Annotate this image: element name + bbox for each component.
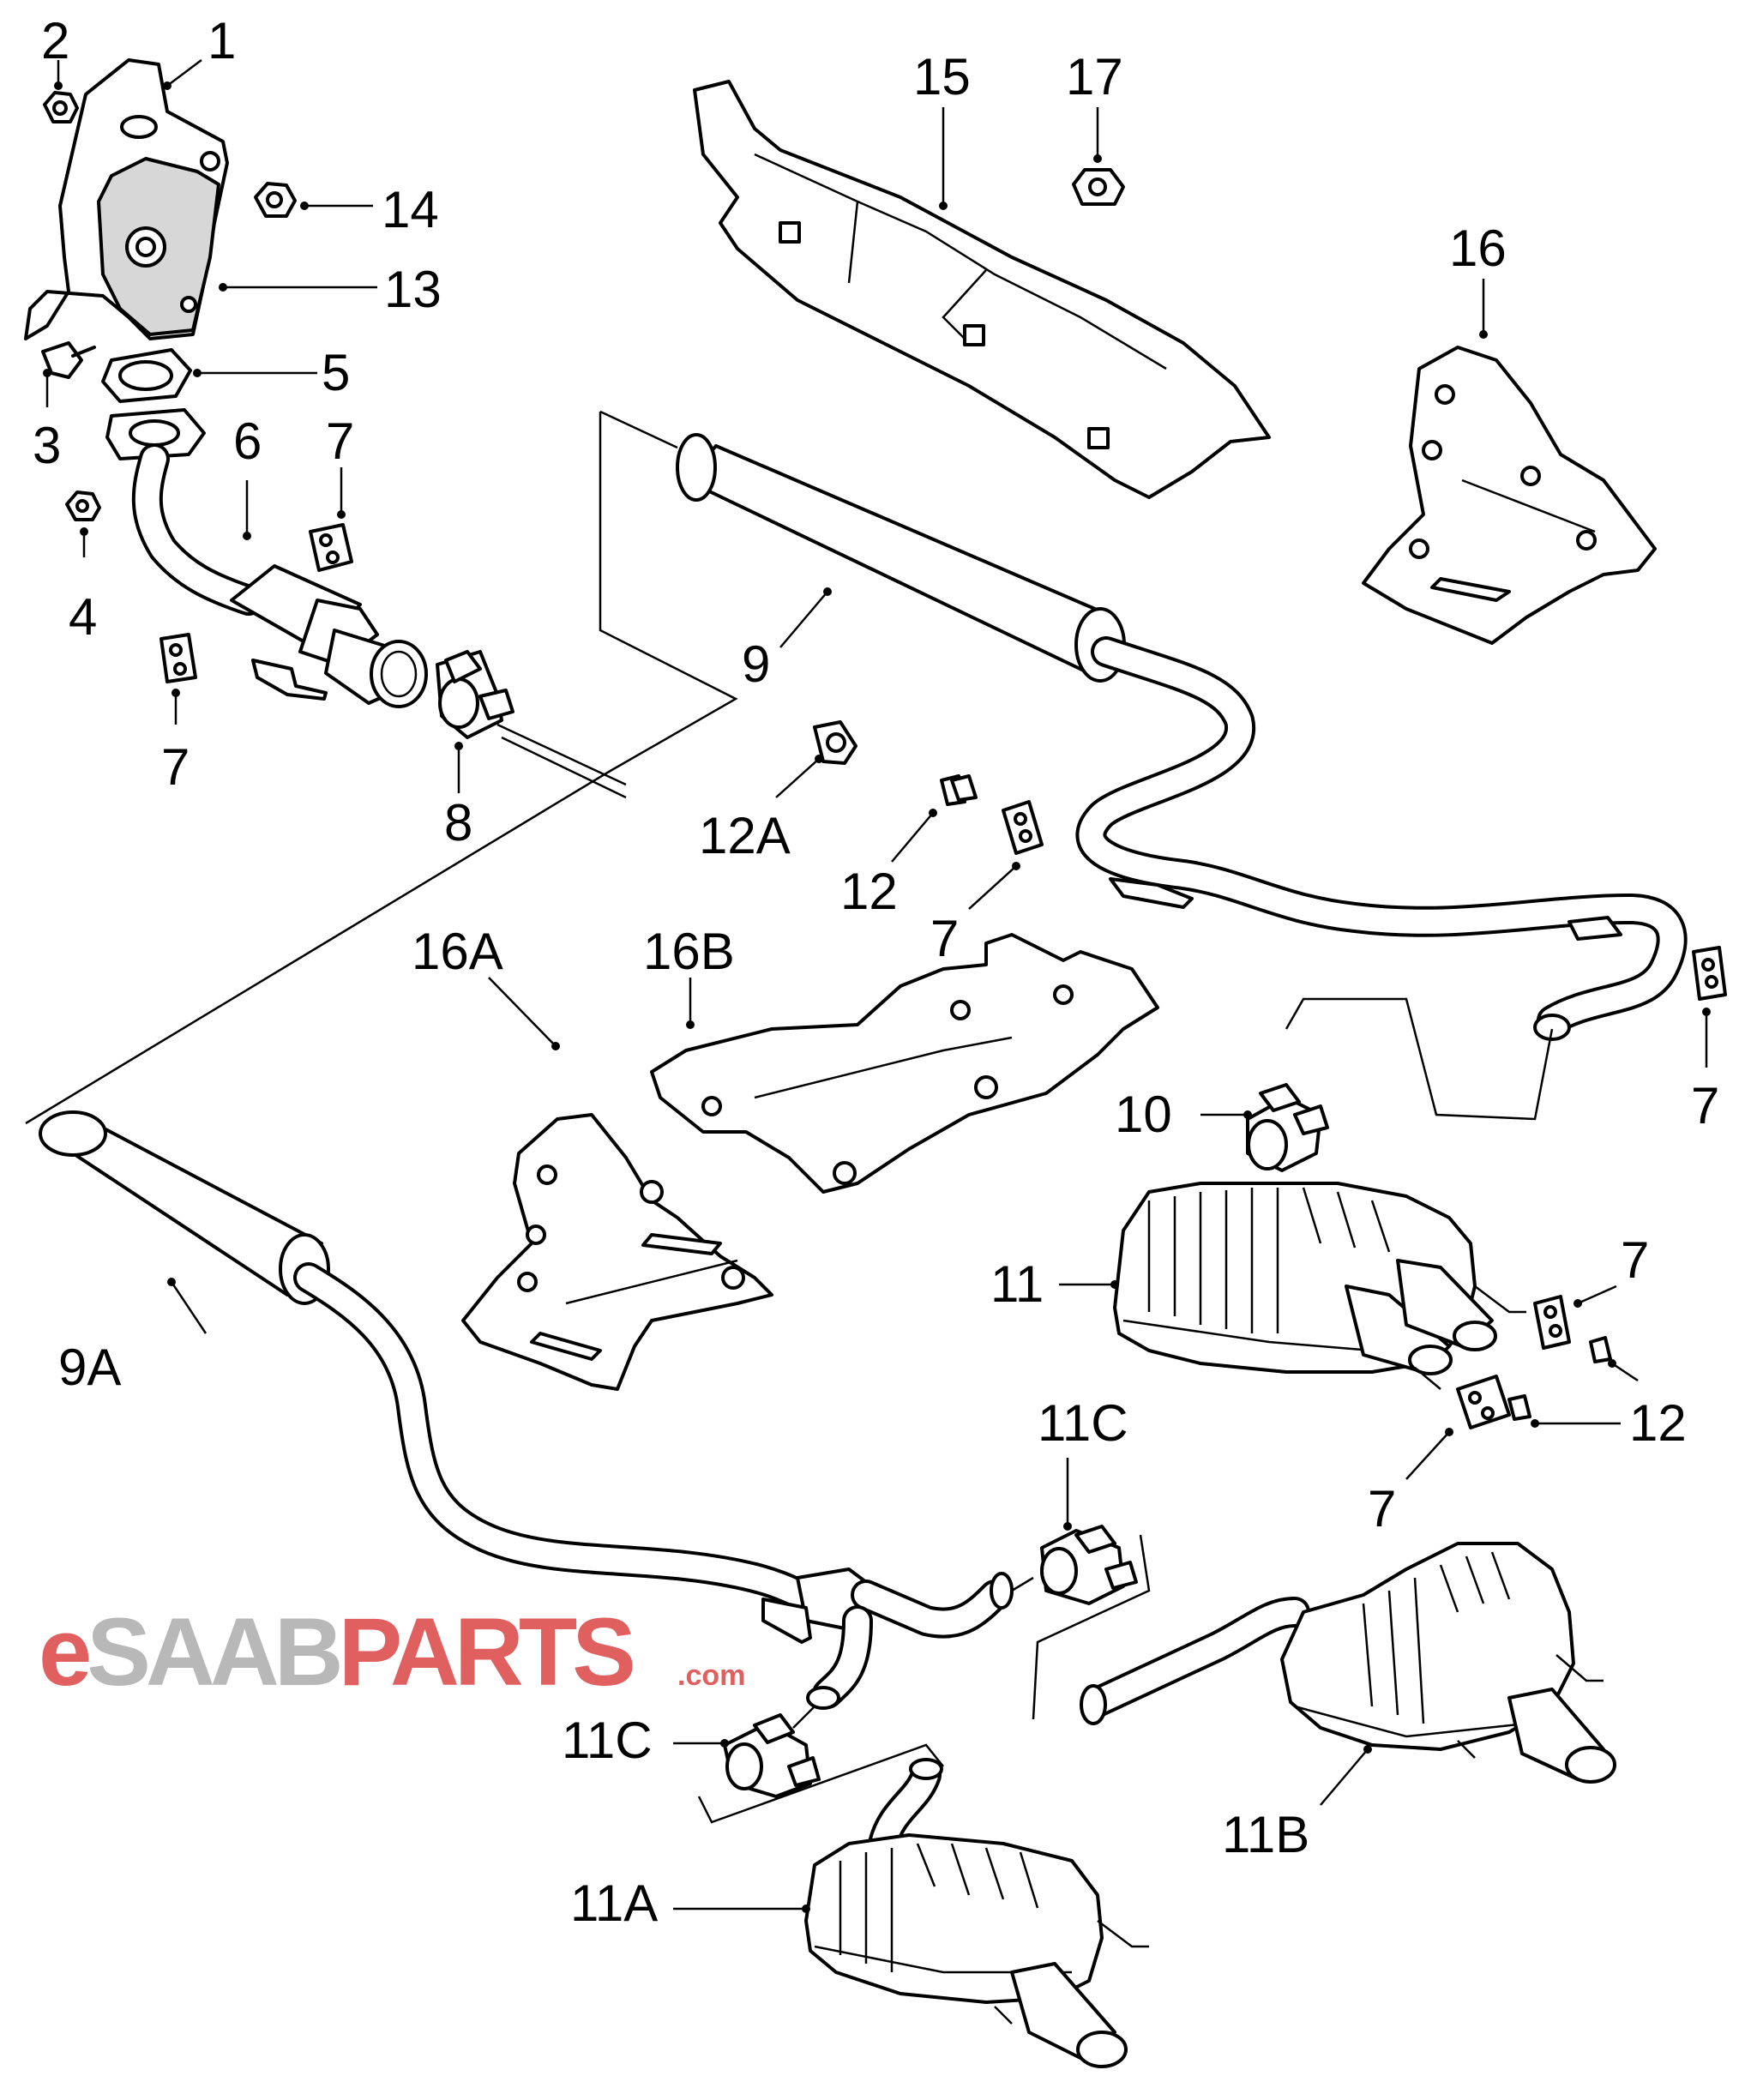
- callout-11c-bottom: 11C: [562, 1712, 653, 1769]
- callout-11a: 11A: [570, 1874, 658, 1932]
- rear-muffler-11b: [1080, 1542, 1616, 1784]
- heat-shield-16a: [461, 1113, 773, 1391]
- rubber-hanger-7d: [1692, 946, 1727, 1001]
- callout-3: 3: [33, 417, 61, 474]
- rubber-hanger-7f: [1456, 1375, 1511, 1429]
- logo-e: e: [39, 1598, 89, 1706]
- callout-16b: 16B: [643, 923, 735, 980]
- callout-7f: 7: [1368, 1480, 1396, 1537]
- callout-4: 4: [69, 588, 97, 646]
- callout-5: 5: [322, 344, 350, 401]
- gasket-5: [101, 348, 192, 403]
- callout-7d: 7: [1691, 1077, 1719, 1134]
- callout-11: 11: [990, 1255, 1044, 1313]
- nut-17: [1072, 168, 1125, 206]
- callout-12-upper: 12: [840, 863, 898, 920]
- center-muffler-9: [25, 410, 1688, 1125]
- bolt-3: [41, 341, 96, 379]
- clamp-11c-bottom: [697, 1706, 944, 1824]
- callout-7e: 7: [1621, 1231, 1649, 1289]
- callout-1: 1: [208, 12, 236, 69]
- callout-7a: 7: [326, 412, 354, 470]
- callout-2: 2: [41, 12, 69, 69]
- heat-shield-16b: [650, 933, 1159, 1194]
- clamp-8: [436, 650, 627, 799]
- heat-shield-16: [1362, 346, 1657, 645]
- callout-15: 15: [913, 48, 971, 105]
- callout-17: 17: [1066, 48, 1123, 105]
- callout-12-lower: 12: [1629, 1394, 1687, 1452]
- callout-11b: 11B: [1222, 1806, 1309, 1863]
- clip-12-right: [1589, 1336, 1612, 1363]
- nut-2: [43, 91, 79, 123]
- callout-6: 6: [233, 412, 262, 470]
- rubber-hanger-7e: [1533, 1295, 1571, 1350]
- heat-shield-15: [693, 80, 1271, 499]
- rubber-hanger-7b: [159, 633, 197, 683]
- logo-com: .com: [677, 1659, 745, 1692]
- rear-muffler-11: [1113, 1182, 1526, 1390]
- callout-14: 14: [382, 181, 439, 238]
- clip-12-mid: [950, 774, 978, 802]
- callout-16a: 16A: [412, 923, 503, 980]
- callout-labels: 1 2 3 4 5 6 7 7 7 7 7 7 8 9 9A 10 11 11A…: [33, 12, 1719, 1932]
- callout-7b: 7: [161, 738, 190, 796]
- logo-parts: PARTS: [339, 1598, 634, 1706]
- nut-14: [254, 182, 297, 218]
- esaabparts-logo: eSAABPARTS .com: [39, 1598, 745, 1706]
- callout-9: 9: [742, 635, 770, 693]
- clamp-11c-top: [1011, 1525, 1151, 1720]
- nut-4: [65, 490, 101, 521]
- clamp-10: [1246, 997, 1554, 1172]
- manifold-heat-shield: [24, 58, 229, 340]
- clip-12-lower: [1507, 1394, 1531, 1421]
- svg-text:eSAABPARTS: eSAABPARTS: [39, 1598, 633, 1706]
- center-muffler-9a: [39, 1110, 1014, 1710]
- callout-13: 13: [384, 261, 442, 318]
- rubber-hanger-7c: [1002, 800, 1044, 855]
- logo-saab: SAAB: [87, 1598, 339, 1706]
- callout-9a: 9A: [58, 1339, 121, 1396]
- callout-7c: 7: [930, 910, 959, 967]
- leader-lines: [43, 59, 1711, 1913]
- callout-11c-top: 11C: [1038, 1394, 1128, 1452]
- front-pipe-catalyst-6: [105, 408, 428, 708]
- rubber-hanger-7a: [309, 523, 353, 572]
- callout-16: 16: [1449, 220, 1507, 277]
- callout-8: 8: [444, 794, 472, 851]
- callout-12A: 12A: [699, 807, 791, 864]
- callout-10: 10: [1115, 1086, 1172, 1143]
- rear-muffler-11a: [804, 1758, 1149, 2068]
